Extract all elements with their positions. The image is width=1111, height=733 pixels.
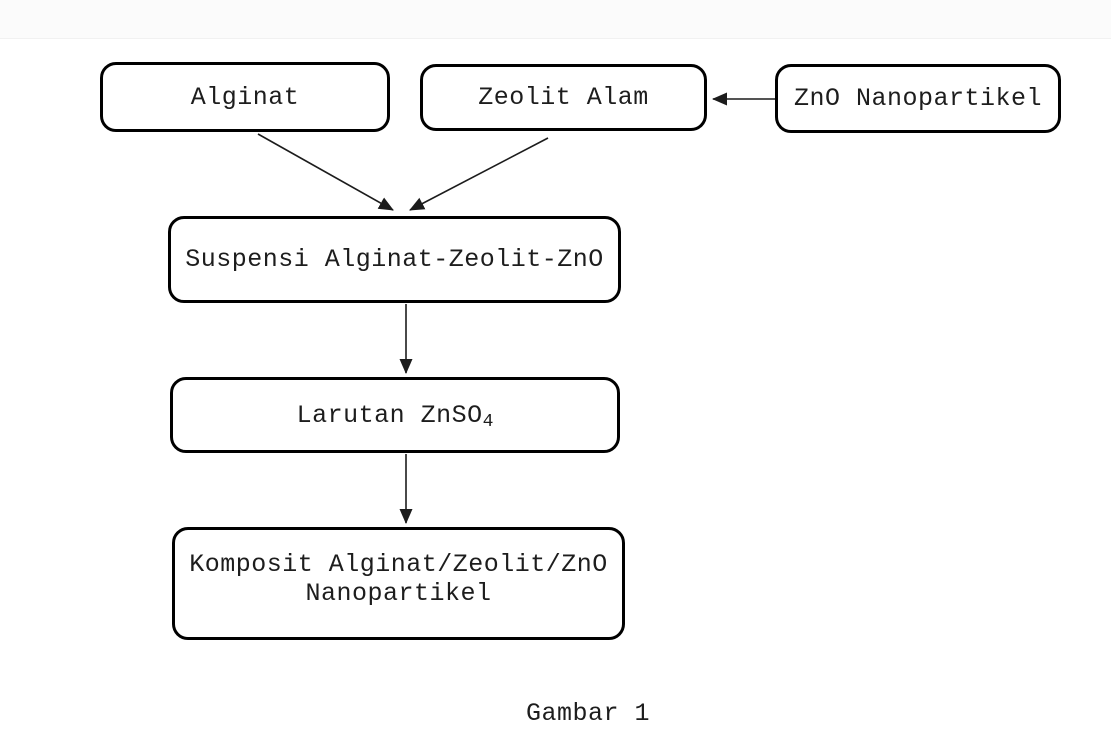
node-zeolit-alam: Zeolit Alam (420, 64, 707, 131)
node-komposit-alginat-zeolit-zno: Komposit Alginat/Zeolit/ZnO Nanopartikel (172, 527, 625, 640)
node-suspensi-label: Suspensi Alginat-Zeolit-ZnO (185, 245, 604, 274)
node-komposit-label-line2: Nanopartikel (305, 579, 492, 608)
arrow-zeolit-to-suspensi (409, 137, 549, 211)
node-alginat: Alginat (100, 62, 390, 132)
page-top-band (0, 0, 1111, 39)
figure-caption: Gambar 1 (525, 699, 651, 728)
node-zno-nanopartikel-label: ZnO Nanopartikel (793, 84, 1043, 113)
node-suspensi-alginat-zeolit-zno: Suspensi Alginat-Zeolit-ZnO (168, 216, 621, 303)
node-larutan-label-subscript: 4 (482, 412, 494, 432)
node-komposit-label-line1: Komposit Alginat/Zeolit/ZnO (189, 550, 608, 579)
arrow-alginat-to-suspensi (257, 133, 394, 211)
node-zeolit-alam-label: Zeolit Alam (478, 83, 649, 112)
node-alginat-label: Alginat (190, 82, 300, 112)
node-zno-nanopartikel: ZnO Nanopartikel (775, 64, 1061, 133)
node-larutan-label-main: Larutan ZnSO (296, 400, 483, 430)
